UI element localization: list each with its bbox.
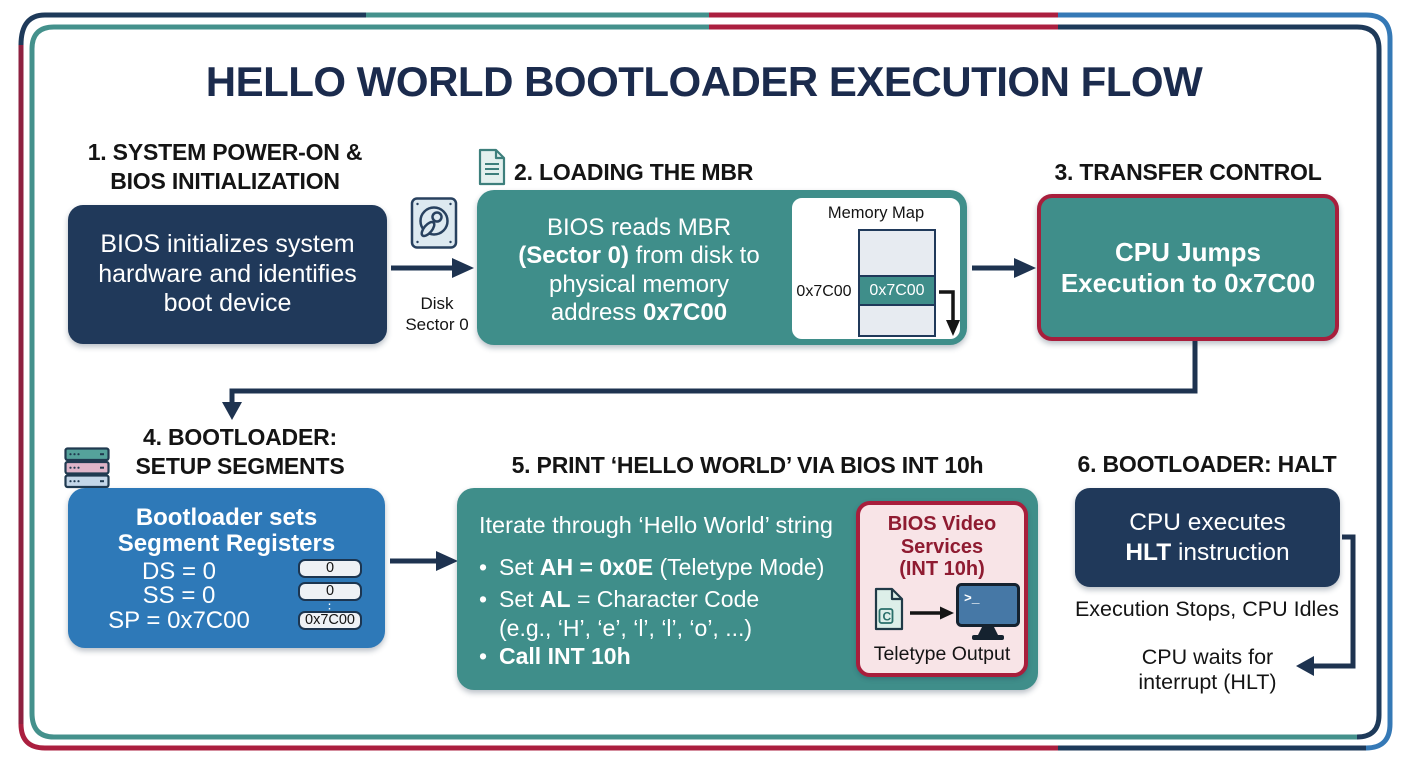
page-title: HELLO WORLD BOOTLOADER EXECUTION FLOW (205, 58, 1203, 105)
svg-text:>_: >_ (964, 591, 980, 606)
step6-note2-line1: CPU waits for (1141, 645, 1274, 669)
memory-stack: 0x7C00 (858, 229, 936, 337)
step1-heading: 1. SYSTEM POWER-ON & BIOS INITIALIZATION (60, 138, 390, 195)
step1-box: BIOS initializes system hardware and ide… (68, 205, 387, 344)
step6-note1: Execution Stops, CPU Idles (1074, 597, 1340, 621)
register-value-3: 0x7C00 (298, 611, 362, 630)
step6-body-line2: HLT instruction (1125, 538, 1290, 566)
step2-body-line3: physical memory (548, 270, 730, 298)
register-value-1: 0 (298, 559, 362, 578)
bios-video-services-panel: BIOS Video Services (INT 10h) C >_ Telet… (856, 501, 1028, 677)
memory-map-title: Memory Map (827, 204, 925, 222)
register-value-2: 0 (298, 582, 362, 601)
step2-body-line4: address 0x7C00 (550, 299, 728, 326)
step3-heading: 3. TRANSFER CONTROL (1054, 159, 1322, 185)
step5-bullet2: •Set AL = Character Code (479, 586, 760, 612)
step1-heading-line1: 1. SYSTEM POWER-ON & (87, 139, 363, 165)
step2-body-line1: BIOS reads MBR (546, 213, 732, 241)
step5-bullet1: •Set AH = 0x0E (Teletype Mode) (479, 554, 825, 580)
step1-body: BIOS initializes system hardware and ide… (98, 230, 357, 319)
step3-body-line2: Execution to 0x7C00 (1060, 267, 1316, 298)
step4-row-ss: SS = 0 (142, 582, 216, 609)
right-arrow-icon (910, 606, 954, 620)
step6-note2-line2: interrupt (HLT) (1138, 670, 1277, 694)
step4-row-sp: SP = 0x7C00 (108, 607, 250, 634)
step1-body-line2: hardware and identifies (98, 259, 357, 288)
memory-cell-0x7c00: 0x7C00 (860, 277, 934, 306)
svg-text:C: C (883, 610, 892, 624)
step2-body: BIOS reads MBR (Sector 0) from disk to p… (489, 196, 789, 345)
bios-panel-title-line2: Services (900, 535, 984, 558)
step5-heading: 5. PRINT ‘HELLO WORLD’ VIA BIOS INT 10h (511, 452, 984, 478)
step1-body-line1: BIOS initializes system (100, 230, 355, 259)
step2-body-line2: (Sector 0) from disk to (518, 242, 760, 269)
step6-body-line1: CPU executes (1129, 508, 1286, 536)
disk-sector-label-line1: Disk (420, 294, 454, 313)
step6-note2: CPU waits for interrupt (HLT) (1095, 645, 1320, 695)
step3-box: CPU Jumps Execution to 0x7C00 (1037, 194, 1339, 341)
server-stack-icon (64, 447, 110, 489)
code-file-icon: C (874, 587, 904, 631)
memory-address-label: 0x7C00 (796, 283, 852, 300)
step1-body-line3: boot device (163, 289, 292, 318)
disk-sector-label-line2: Sector 0 (405, 315, 469, 334)
step2-heading: 2. LOADING THE MBR (514, 159, 754, 185)
memory-map-panel: Memory Map 0x7C00 0x7C00 (790, 196, 962, 341)
step1-heading-line2: BIOS INITIALIZATION (110, 167, 340, 194)
step4-box: Bootloader sets Segment Registers DS = 0… (68, 488, 385, 648)
step4-title-line1: Bootloader sets (135, 504, 318, 531)
step4-heading-line1: 4. BOOTLOADER: (143, 424, 337, 450)
step5-box: Iterate through ‘Hello World’ string •Se… (457, 488, 1038, 690)
memory-cell-upper (860, 231, 934, 277)
step5-bullet3: •Call INT 10h (479, 643, 631, 669)
step3-body: CPU Jumps Execution to 0x7C00 (1061, 237, 1315, 299)
step6-body: CPU executes HLT instruction (1125, 508, 1289, 568)
disk-sector-label: Disk Sector 0 (398, 293, 476, 335)
bios-panel-caption: Teletype Output (873, 643, 1011, 665)
step6-box: CPU executes HLT instruction (1075, 488, 1340, 587)
step5-bullet2-line2: (e.g., ‘H’, ‘e’, ‘l’, ‘l’, ‘o’, ...) (499, 615, 753, 641)
step4-heading-line2: SETUP SEGMENTS (135, 452, 345, 479)
step3-body-line1: CPU Jumps (1115, 236, 1261, 267)
document-icon (478, 148, 506, 186)
step6-heading: 6. BOOTLOADER: HALT (1077, 451, 1337, 477)
bios-panel-title-line3: (INT 10h) (899, 558, 985, 580)
bios-panel-title-line1: BIOS Video (887, 513, 997, 535)
terminal-monitor-icon: >_ (956, 583, 1020, 640)
bios-panel-title: BIOS Video Services (INT 10h) (860, 513, 1024, 581)
hard-disk-icon (410, 197, 458, 249)
memory-cell-lower (860, 306, 934, 335)
step4-row-ds: DS = 0 (141, 558, 217, 585)
step5-intro: Iterate through ‘Hello World’ string (479, 512, 833, 538)
step4-heading: 4. BOOTLOADER: SETUP SEGMENTS (100, 423, 380, 480)
step4-title-line2: Segment Registers (117, 530, 336, 557)
memory-elbow-arrow (939, 290, 960, 336)
